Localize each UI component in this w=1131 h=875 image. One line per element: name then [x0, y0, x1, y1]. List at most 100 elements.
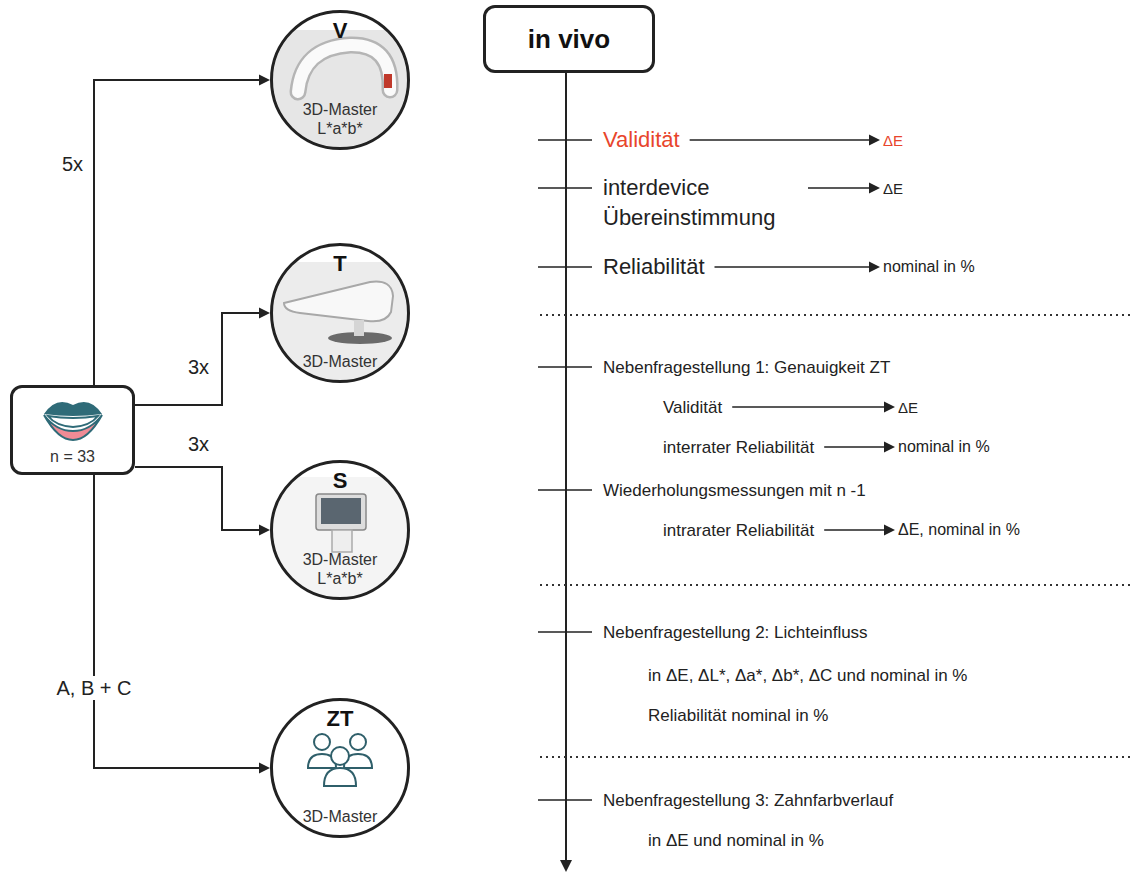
- measure-unit: ΔE, nominal in %: [898, 520, 1020, 540]
- sub-item: in ΔE, ΔL*, Δa*, Δb*, ΔC und nominal in …: [648, 665, 967, 686]
- photo-ground: [270, 262, 410, 387]
- scanner-body: [284, 282, 393, 322]
- tick: [538, 799, 592, 801]
- sub-question: Nebenfragestellung 3: Zahnfarbverlauf: [603, 790, 893, 811]
- flow-connector: [94, 75, 270, 386]
- photo-ground: [270, 30, 410, 155]
- sub-question: Nebenfragestellung 2: Lichteinfluss: [603, 622, 868, 643]
- leader-head: [869, 135, 880, 146]
- flow-connector: [94, 475, 270, 774]
- device-screen: [321, 498, 361, 524]
- node-title: V: [333, 18, 348, 44]
- timeline-axis: [565, 73, 567, 862]
- connector-line: [94, 80, 260, 385]
- device-outline: [298, 45, 390, 92]
- leader-head: [884, 442, 895, 453]
- leader-line: [715, 266, 871, 268]
- axis-arrowhead: [560, 860, 572, 872]
- person-head: [314, 734, 330, 750]
- sub-question: Nebenfragestellung 1: Genauigkeit ZT: [603, 357, 890, 378]
- leader-arrow: [732, 402, 895, 413]
- edge-label: 3x: [185, 355, 212, 379]
- measure-unit: ΔE: [898, 398, 918, 417]
- leader-head: [869, 183, 880, 194]
- connector-line: [94, 475, 260, 768]
- sub-item: in ΔE und nominal in %: [648, 830, 824, 851]
- person-head: [350, 734, 366, 750]
- leader-head: [869, 262, 880, 273]
- measure-unit: ΔE: [883, 179, 903, 198]
- sub-question: Wiederholungsmessungen mit n -1: [603, 480, 866, 501]
- leader-line: [732, 406, 885, 408]
- connector-head: [259, 525, 270, 536]
- measure-unit: nominal in %: [898, 437, 990, 457]
- flow-connector: [135, 467, 270, 536]
- person-head: [331, 747, 349, 765]
- sub-item: Reliabilität nominal in %: [648, 705, 828, 726]
- device-stand: [332, 530, 352, 552]
- node-title: T: [333, 251, 346, 277]
- tick: [538, 266, 592, 268]
- connector-line: [135, 313, 260, 405]
- edge-label: 3x: [185, 432, 212, 456]
- device-circle: V 3D-Master L*a*b*: [270, 10, 410, 150]
- tick: [538, 187, 592, 189]
- leader-line: [690, 139, 870, 141]
- device-body: [298, 45, 390, 92]
- study-item: Reliabilität: [603, 253, 705, 281]
- node-title: ZT: [327, 706, 354, 732]
- rater-circle: ZT 3D-Master: [270, 698, 410, 838]
- connector-head: [259, 763, 270, 774]
- measure-unit: ΔE: [883, 131, 903, 150]
- person-body: [324, 768, 356, 786]
- timeline-ticks: [538, 140, 592, 800]
- device-circle: S 3D-Master L*a*b*: [270, 460, 410, 600]
- edge-label: A, B + C: [53, 676, 134, 700]
- section-dividers: [540, 315, 1131, 757]
- dotted-divider: [540, 756, 1131, 758]
- context-box: in vivo: [483, 5, 655, 73]
- photo-ground: [270, 477, 410, 602]
- study-item: Validität: [603, 126, 680, 154]
- leader-arrow: [690, 135, 880, 146]
- connector-head: [259, 75, 270, 86]
- sample-box: n = 33: [10, 385, 135, 475]
- tick: [538, 139, 592, 141]
- dotted-divider: [540, 314, 1131, 316]
- flow-connector: [135, 308, 270, 406]
- sub-item: intrarater Reliabilität: [663, 520, 814, 541]
- sub-item: Validität: [663, 397, 722, 418]
- leader-head: [884, 402, 895, 413]
- measure-unit: nominal in %: [883, 257, 975, 277]
- node-text: 3D-Master L*a*b*: [290, 550, 390, 588]
- node-text: 3D-Master: [303, 352, 378, 371]
- connector-line: [135, 467, 260, 530]
- node-text: 3D-Master: [303, 807, 378, 826]
- leader-arrow: [715, 262, 881, 273]
- node-text: in vivo: [528, 24, 610, 55]
- node-text: n = 33: [50, 447, 95, 466]
- tick: [538, 366, 592, 368]
- node-title: S: [333, 468, 348, 494]
- lower-lip: [44, 415, 102, 440]
- device-accent: [384, 74, 392, 88]
- edge-label: 5x: [59, 152, 86, 176]
- people-icon: [308, 734, 372, 786]
- leader-arrow: [824, 442, 895, 453]
- leader-line: [824, 446, 885, 448]
- device-photo: [270, 262, 410, 387]
- node-text: 3D-Master L*a*b*: [290, 100, 390, 138]
- device-photo: [270, 30, 410, 155]
- connector-head: [259, 308, 270, 319]
- device-frame: [316, 494, 366, 530]
- leader-arrow: [824, 525, 895, 536]
- leader-arrow: [808, 183, 880, 194]
- lips-icon: [44, 402, 102, 440]
- leader-head: [884, 525, 895, 536]
- tick: [538, 489, 592, 491]
- leader-line: [824, 529, 885, 531]
- study-item: interdevice Übereinstimmung: [603, 173, 798, 233]
